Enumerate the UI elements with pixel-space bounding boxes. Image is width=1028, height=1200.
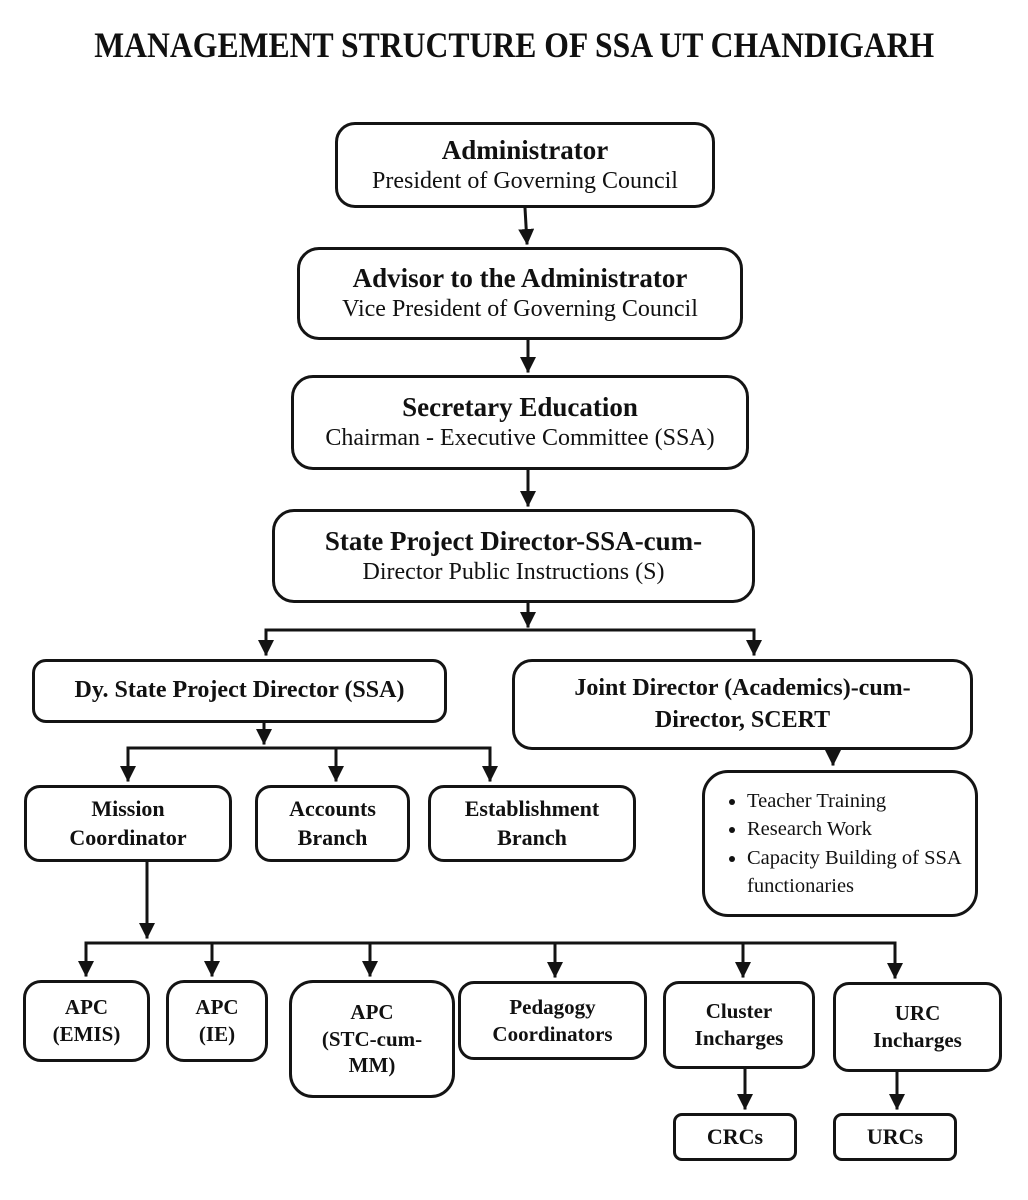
node-title-line: Incharges	[694, 1026, 784, 1050]
node-secretary-education: Secretary Education Chairman - Executive…	[291, 375, 749, 470]
node-apc-stc-mm: APC (STC-cum- MM)	[289, 980, 455, 1098]
node-title-line: Pedagogy	[509, 994, 596, 1019]
page-title-text: MANAGEMENT STRUCTURE OF SSA UT CHANDIGAR…	[94, 25, 934, 65]
node-subtitle: Vice President of Governing Council	[342, 296, 698, 323]
node-title-line: (EMIS)	[52, 1022, 121, 1046]
node-advisor: Advisor to the Administrator Vice Presid…	[297, 247, 743, 340]
node-title-line: Branch	[297, 824, 368, 850]
node-cluster-incharges: Cluster Incharges	[663, 981, 815, 1069]
functions-list: Teacher Training Research Work Capacity …	[705, 787, 975, 900]
node-establishment-branch: Establishment Branch	[428, 785, 636, 862]
node-subtitle: President of Governing Council	[372, 167, 678, 194]
node-title: URCs	[866, 1123, 924, 1149]
node-title-line: Accounts	[289, 795, 376, 821]
page-title: MANAGEMENT STRUCTURE OF SSA UT CHANDIGAR…	[0, 24, 1028, 66]
node-mission-coordinator: Mission Coordinator	[24, 785, 232, 862]
node-crcs: CRCs	[673, 1113, 797, 1161]
node-dy-state-project-director: Dy. State Project Director (SSA)	[32, 659, 447, 723]
node-title-line: Establishment	[464, 795, 600, 821]
node-urc-incharges: URC Incharges	[833, 982, 1002, 1072]
node-title-line: (IE)	[198, 1022, 236, 1046]
node-joint-director-scert: Joint Director (Academics)-cum- Director…	[512, 659, 973, 750]
node-title: CRCs	[706, 1123, 764, 1149]
list-item: Teacher Training	[747, 787, 967, 815]
node-scert-functions: Teacher Training Research Work Capacity …	[702, 770, 978, 917]
node-pedagogy-coordinators: Pedagogy Coordinators	[458, 981, 647, 1060]
node-accounts-branch: Accounts Branch	[255, 785, 410, 862]
node-title-line: Coordinators	[492, 1021, 613, 1046]
node-title: Dy. State Project Director (SSA)	[74, 677, 405, 704]
list-item: Research Work	[747, 815, 967, 843]
node-title-line: Branch	[497, 824, 567, 850]
node-title-line: APC	[350, 999, 394, 1024]
node-urcs: URCs	[833, 1113, 957, 1161]
node-subtitle: Director Public Instructions (S)	[362, 558, 665, 585]
node-title-line: Mission	[91, 795, 165, 821]
node-title-line: APC	[195, 995, 239, 1020]
node-title-line: Incharges	[873, 1028, 962, 1052]
node-apc-emis: APC (EMIS)	[23, 980, 150, 1062]
node-title-line: Director, SCERT	[654, 706, 831, 733]
node-state-project-director: State Project Director-SSA-cum- Director…	[272, 509, 755, 603]
node-title-line: Joint Director (Academics)-cum-	[574, 675, 911, 702]
node-title-line: Cluster	[705, 999, 773, 1024]
node-title-line: APC	[64, 995, 109, 1020]
node-subtitle: Chairman - Executive Committee (SSA)	[325, 425, 715, 452]
node-title-line: (STC-cum-	[321, 1026, 423, 1051]
node-apc-ie: APC (IE)	[166, 980, 268, 1062]
node-administrator: Administrator President of Governing Cou…	[335, 122, 715, 208]
node-title: Advisor to the Administrator	[352, 263, 688, 294]
node-title-line: Coordinator	[69, 824, 187, 850]
node-title: State Project Director-SSA-cum-	[324, 525, 703, 556]
node-title-line: URC	[894, 1001, 941, 1026]
node-title: Administrator	[441, 134, 609, 165]
node-title-line: MM)	[348, 1053, 396, 1078]
list-item: Capacity Building of SSA functionaries	[747, 844, 967, 901]
node-title: Secretary Education	[402, 392, 638, 423]
